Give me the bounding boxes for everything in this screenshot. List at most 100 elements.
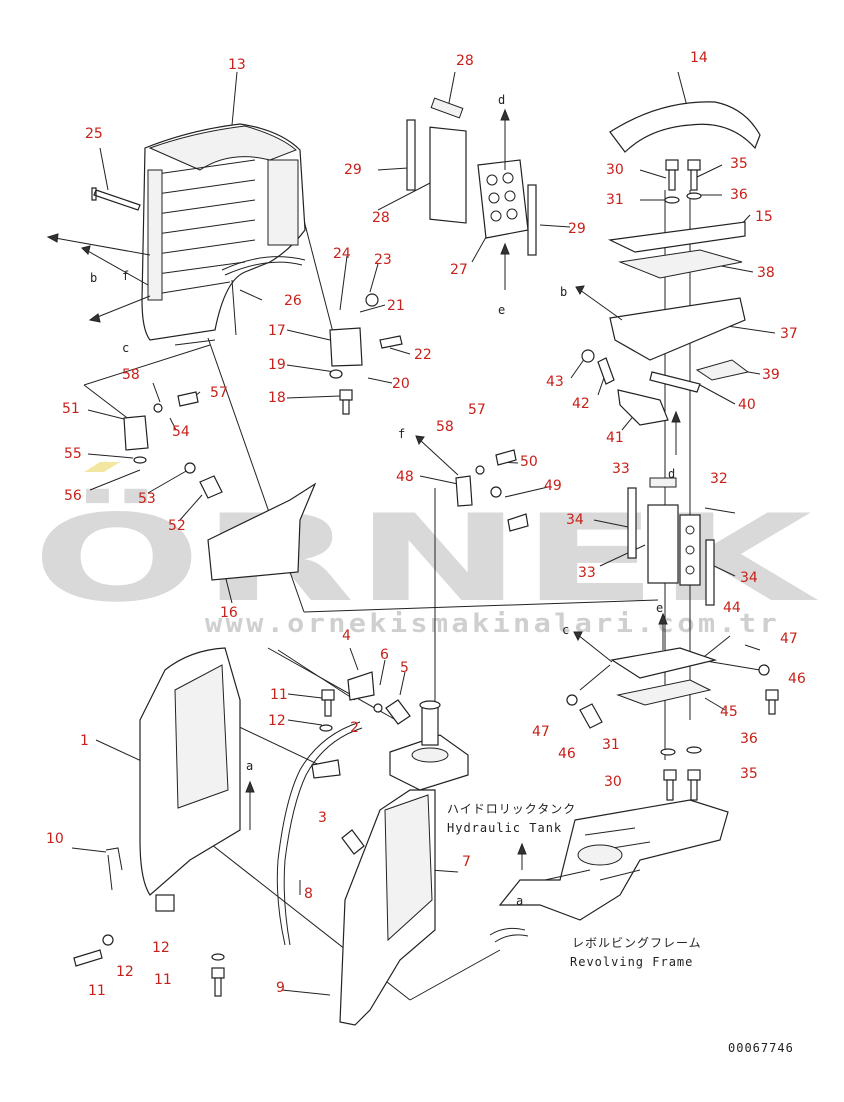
callout-12: 12 [116, 964, 134, 980]
callout-41: 41 [606, 430, 624, 446]
callout-44: 44 [723, 600, 741, 616]
callout-46: 46 [788, 671, 806, 687]
part-4-bracket [347, 671, 375, 701]
watermark: ÖRNEK www.ornekismakinalari.com.tr [32, 462, 819, 639]
part-34-rail-right [705, 539, 715, 606]
callout-6: 6 [380, 647, 389, 663]
part-51-hinge [123, 415, 149, 451]
callout-52: 52 [168, 518, 186, 534]
part-39-tile [695, 359, 750, 381]
letter-d: d [668, 467, 676, 481]
callout-18: 18 [268, 390, 286, 406]
callout-29: 29 [344, 162, 362, 178]
fasteners [73, 159, 779, 997]
callout-12: 12 [268, 713, 286, 729]
callout-49: 49 [544, 478, 562, 494]
callout-7: 7 [462, 854, 471, 870]
callout-26: 26 [284, 293, 302, 309]
part-41-pad [617, 389, 669, 426]
callout-45: 45 [720, 704, 738, 720]
callout-31: 31 [602, 737, 620, 753]
letter-c: c [122, 341, 130, 355]
label-revolving-frame-jp: レボルビングフレーム [572, 936, 702, 950]
callout-14: 14 [690, 50, 708, 66]
callout-5: 5 [400, 660, 409, 676]
callout-51: 51 [62, 401, 80, 417]
callout-11: 11 [154, 972, 172, 988]
part-32-plate [679, 514, 701, 586]
letter-c: c [562, 623, 570, 637]
callout-22: 22 [414, 347, 432, 363]
callout-1: 1 [80, 733, 89, 749]
callout-30: 30 [604, 774, 622, 790]
callout-43: 43 [546, 374, 564, 390]
callout-2: 2 [350, 720, 359, 736]
callout-39: 39 [762, 367, 780, 383]
callout-50: 50 [520, 454, 538, 470]
letter-e: e [656, 601, 664, 615]
callout-42: 42 [572, 396, 590, 412]
callout-48: 48 [396, 469, 414, 485]
callout-58: 58 [436, 419, 454, 435]
part-1-door [139, 647, 241, 912]
letter-f: f [122, 269, 130, 283]
letter-b: b [90, 271, 98, 285]
part-14-top-cover [609, 101, 761, 153]
callout-15: 15 [755, 209, 773, 225]
callout-23: 23 [374, 252, 392, 268]
part-38-plate [618, 249, 743, 279]
part-16-panel [207, 482, 317, 581]
callout-55: 55 [64, 446, 82, 462]
part-33-block [647, 504, 679, 584]
callout-10: 10 [46, 831, 64, 847]
callout-12: 12 [152, 940, 170, 956]
part-45-plate [616, 679, 712, 706]
callout-27: 27 [450, 262, 468, 278]
part-48-hinge [455, 475, 473, 507]
part-28-strip [430, 97, 464, 119]
callout-40: 40 [738, 397, 756, 413]
part-17-hinge [329, 327, 363, 367]
callout-20: 20 [392, 376, 410, 392]
part-10-clip [105, 847, 123, 891]
watermark-url: www.ornekismakinalari.com.tr [205, 609, 780, 639]
callout-34: 34 [740, 570, 758, 586]
part-7-panel [384, 794, 433, 942]
callout-57: 57 [210, 385, 228, 401]
part-29-rail-right [527, 184, 537, 256]
callout-31: 31 [606, 192, 624, 208]
label-hydraulic-tank-en: Hydraulic Tank [447, 821, 562, 835]
part-29-rail-left [406, 119, 416, 191]
part-27-plate [477, 159, 529, 239]
callout-33: 33 [578, 565, 596, 581]
callout-24: 24 [333, 246, 351, 262]
callout-38: 38 [757, 265, 775, 281]
part-33-strip [649, 477, 677, 488]
callout-32: 32 [710, 471, 728, 487]
callout-3: 3 [318, 810, 327, 826]
callout-46: 46 [558, 746, 576, 762]
part-44-plate [610, 647, 718, 679]
label-revolving-frame-en: Revolving Frame [570, 955, 693, 969]
callout-8: 8 [304, 886, 313, 902]
callout-21: 21 [387, 298, 405, 314]
hydraulic-tank-top [389, 700, 469, 791]
callout-28: 28 [456, 53, 474, 69]
callout-9: 9 [276, 980, 285, 996]
text-labels: ハイドロリックタンク Hydraulic Tank レボルビングフレーム Rev… [447, 802, 793, 1055]
callout-4: 4 [342, 628, 351, 644]
callout-54: 54 [172, 424, 190, 440]
part-8-seal [276, 721, 363, 946]
callout-16: 16 [220, 605, 238, 621]
callout-47: 47 [780, 631, 798, 647]
arrow-letters: a a b b c c d d e e f f [90, 93, 676, 908]
watermark-accent [84, 462, 120, 472]
part-25-pin [91, 187, 141, 211]
part-26-seal [221, 256, 306, 336]
revolving-frame [489, 799, 729, 943]
callout-36: 36 [730, 187, 748, 203]
callout-56: 56 [64, 488, 82, 504]
letter-a: a [246, 759, 254, 773]
callout-35: 35 [730, 156, 748, 172]
